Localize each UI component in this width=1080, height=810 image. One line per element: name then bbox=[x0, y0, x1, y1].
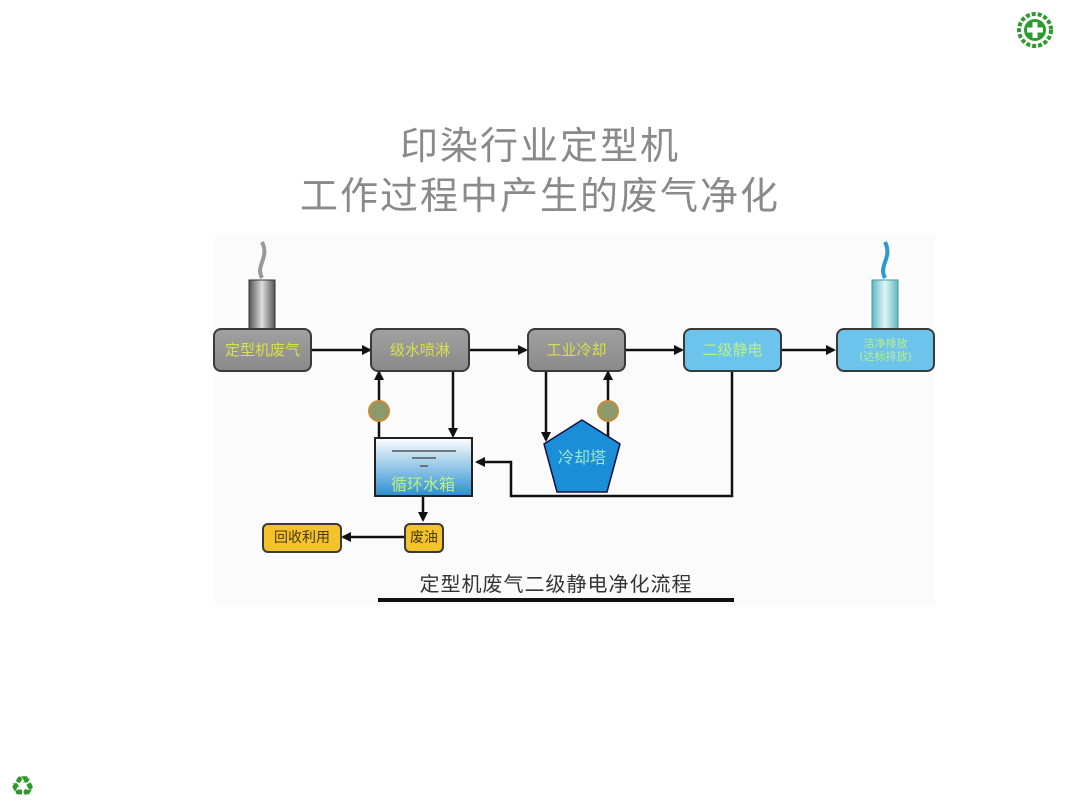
clean-air-icon bbox=[881, 241, 890, 279]
node-label: 回收利用 bbox=[274, 529, 330, 546]
node-water-spray: 级水喷淋 bbox=[370, 328, 470, 372]
node-recycle: 回收利用 bbox=[262, 523, 342, 553]
title-line-1: 印染行业定型机 bbox=[399, 124, 680, 168]
recycle-icon: ♻ bbox=[10, 770, 36, 803]
arrow-esp-to-tank bbox=[475, 370, 734, 498]
caption-underline bbox=[378, 598, 734, 602]
node-stenter-exhaust: 定型机废气 bbox=[213, 328, 312, 372]
diagram-caption: 定型机废气二级静电净化流程 bbox=[419, 572, 693, 596]
node-label: 二级静电 bbox=[702, 341, 763, 359]
title-line-2: 工作过程中产生的废气净化 bbox=[299, 174, 780, 218]
tank-label: 循环水箱 bbox=[391, 475, 455, 494]
chimney-left-icon bbox=[248, 279, 276, 331]
node-label: 工业冷却 bbox=[546, 341, 607, 359]
chimney-right-icon bbox=[871, 279, 899, 331]
node-clean-discharge: 洁净排放 (达标排放) bbox=[836, 328, 935, 372]
node-industrial-cooling: 工业冷却 bbox=[527, 328, 626, 372]
cooling-tower bbox=[543, 419, 621, 493]
node-waste-oil: 废油 bbox=[404, 523, 444, 553]
circulating-water-tank bbox=[374, 437, 473, 497]
node-label: 级水喷淋 bbox=[389, 341, 450, 359]
safety-cross-emblem-icon bbox=[1017, 12, 1053, 48]
tower-label: 冷却塔 bbox=[558, 448, 606, 467]
node-label: 定型机废气 bbox=[224, 341, 300, 359]
node-label: (达标排放) bbox=[859, 350, 912, 363]
node-electrostatic: 二级静电 bbox=[683, 328, 782, 372]
smoke-icon bbox=[258, 241, 267, 279]
node-label: 废油 bbox=[410, 529, 438, 546]
pump-icon bbox=[368, 400, 390, 422]
node-label: 洁净排放 bbox=[863, 336, 908, 350]
pump-icon bbox=[597, 400, 619, 422]
